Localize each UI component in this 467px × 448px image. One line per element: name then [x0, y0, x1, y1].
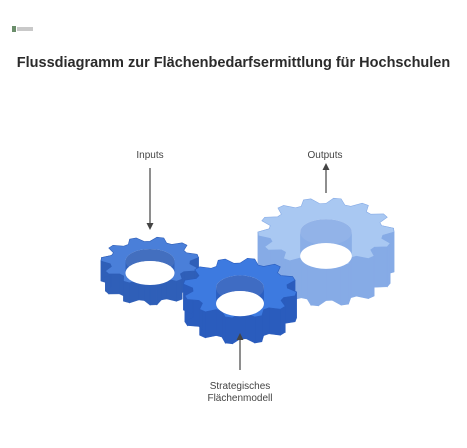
gear-side-segment	[119, 273, 124, 297]
gear-side-segment	[263, 307, 270, 336]
gear-side-segment	[310, 264, 319, 307]
gear-side-segment	[123, 280, 130, 304]
gear-side-segment	[176, 278, 183, 302]
gear-inputs	[100, 236, 199, 306]
gear-side-segment	[129, 279, 139, 304]
gear-side-segment	[268, 307, 281, 336]
strategic-model-label: Strategisches Flächenmodell	[175, 381, 305, 405]
arrow-strategic	[236, 333, 244, 370]
gear-side-segment	[386, 242, 391, 288]
gear-side-segment	[166, 278, 177, 302]
gear-side-segment	[205, 309, 217, 339]
diagram-title: Flussdiagramm zur Flächenbedarfsermittlu…	[16, 55, 451, 71]
gear-side-segment	[224, 316, 233, 345]
gear-hole-floor	[125, 261, 175, 285]
gear-hole-floor	[216, 291, 264, 317]
gear-hole-wall	[216, 275, 264, 304]
gear-side-segment	[350, 255, 357, 299]
inputs-label: Inputs	[136, 150, 164, 161]
gear-side-segment	[149, 284, 158, 306]
gear-side-segment	[368, 255, 375, 300]
arrow-inputs	[146, 168, 154, 230]
arrow-outputs	[322, 163, 330, 193]
logo-icon	[12, 26, 33, 32]
gear-side-segment	[245, 312, 256, 344]
gear-side-segment	[356, 255, 369, 299]
gear-side-segment	[216, 309, 223, 338]
gear-side-segment	[340, 263, 349, 306]
strategic-label-line1: Strategisches	[209, 381, 271, 392]
gear-side-segment	[280, 305, 286, 336]
gear-hole-wall	[300, 219, 352, 256]
strategic-label-line2: Flächenmodell	[207, 393, 273, 404]
gear-side-segment	[348, 257, 352, 305]
gear-strategic-model	[183, 257, 297, 345]
gear-hole-floor	[300, 243, 352, 269]
gear-side-segment	[374, 246, 388, 288]
outputs-label: Outputs	[307, 150, 343, 161]
gear-side-segment	[254, 315, 263, 344]
gear-outputs	[257, 197, 395, 307]
